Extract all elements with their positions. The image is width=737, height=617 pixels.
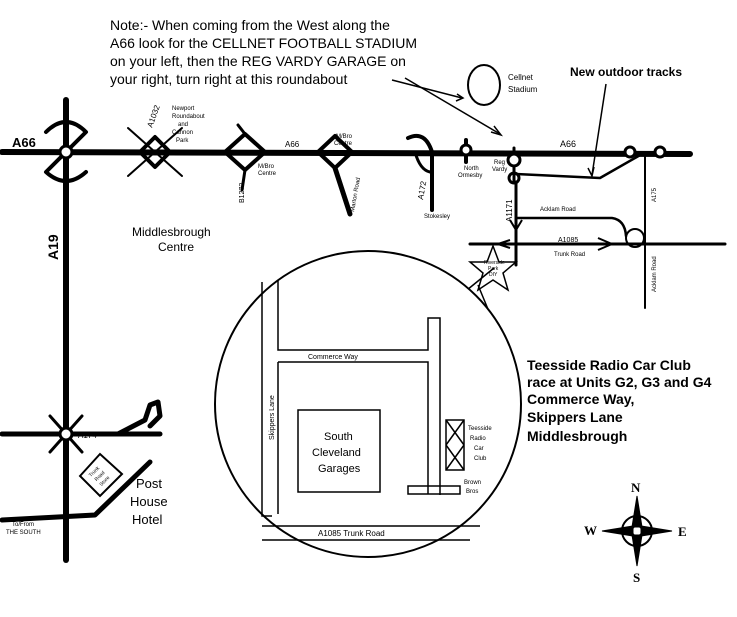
label-mbro-centre-2: M/Bro bbox=[336, 134, 353, 140]
label-newport: Roundabout bbox=[172, 114, 205, 120]
label-scg: Garages bbox=[318, 463, 361, 475]
b1272-roundabout bbox=[223, 132, 267, 172]
compass-e: E bbox=[678, 524, 687, 539]
label-club-inset: Teesside bbox=[468, 426, 492, 432]
label-a172: A172 bbox=[416, 180, 428, 201]
label-scg: Cleveland bbox=[312, 447, 361, 459]
label-mbro-centre-2: Centre bbox=[334, 141, 353, 147]
acklam-road bbox=[514, 216, 628, 238]
label-a175: A175 bbox=[652, 187, 658, 202]
compass-n: N bbox=[631, 480, 641, 495]
compass-w: W bbox=[584, 523, 597, 538]
label-club-inset: Car bbox=[474, 446, 484, 452]
label-b1272: B1272 bbox=[239, 183, 246, 203]
compass-s: S bbox=[633, 570, 640, 585]
compass bbox=[601, 495, 673, 567]
inset-map bbox=[214, 250, 522, 558]
note-text: Note:- When coming from the West along t… bbox=[110, 17, 417, 87]
club-info-line: Skippers Lane bbox=[527, 409, 623, 425]
label-north-ormesby: North bbox=[464, 166, 479, 172]
label-cellnet: Cellnet bbox=[508, 73, 534, 82]
label-a174: A174 bbox=[78, 431, 97, 440]
label-marton: Marton Road bbox=[350, 177, 362, 212]
marton-roundabout bbox=[316, 134, 354, 170]
label-newport: Cannon bbox=[172, 130, 193, 136]
note-line: on your left, then the REG VARDY GARAGE … bbox=[110, 53, 406, 69]
label-newport: Park bbox=[176, 138, 189, 144]
label-mbro-centre: M/Bro bbox=[258, 164, 275, 170]
a66-junction-markers bbox=[58, 143, 667, 442]
label-stadium: Stadium bbox=[508, 85, 538, 94]
label-trunk-road-small: Trunk Road bbox=[554, 252, 585, 258]
label-acklam-vertical: Acklam Road bbox=[652, 256, 658, 292]
south-exit bbox=[0, 459, 153, 523]
club-info: Teesside Radio Car Club race at Units G2… bbox=[527, 357, 712, 444]
label-a1085: A1085 bbox=[558, 237, 578, 244]
label-a66-east: A66 bbox=[560, 139, 576, 149]
label-reg-vardy: Vardy bbox=[492, 167, 507, 173]
label-to-from: To/From bbox=[12, 522, 34, 528]
label-post-house: House bbox=[130, 494, 168, 509]
club-info-line: Teesside Radio Car Club bbox=[527, 357, 691, 373]
label-a1032: A1032 bbox=[145, 103, 162, 128]
cellnet-stadium bbox=[467, 64, 501, 106]
label-riverside: Riverside bbox=[484, 260, 505, 266]
label-newport: and bbox=[178, 122, 188, 128]
label-mbro-centre: Centre bbox=[258, 171, 277, 177]
label-post-house: Post bbox=[136, 476, 162, 491]
label-reg-vardy: Reg bbox=[494, 160, 505, 166]
club-info-line: race at Units G2, G3 and G4 bbox=[527, 374, 712, 390]
label-a66-mid: A66 bbox=[285, 140, 300, 149]
post-house-sign bbox=[78, 452, 124, 498]
label-riverside: DIY bbox=[489, 272, 498, 278]
note-line: Note:- When coming from the West along t… bbox=[110, 17, 390, 33]
label-skippers-lane: Skippers Lane bbox=[269, 395, 276, 440]
label-acklam: Acklam Road bbox=[540, 207, 576, 213]
label-riverside: Park bbox=[488, 266, 499, 272]
label-stokesley: Stokesley bbox=[424, 214, 450, 220]
road-network bbox=[0, 97, 727, 563]
note-line: A66 look for the CELLNET FOOTBALL STADIU… bbox=[110, 35, 417, 51]
label-newport: Newport bbox=[172, 106, 195, 112]
a66-road bbox=[0, 149, 693, 157]
arrows bbox=[497, 219, 613, 251]
club-info-line: Middlesbrough bbox=[527, 428, 627, 444]
label-inset-trunk-road: A1085 Trunk Road bbox=[318, 529, 385, 538]
club-info-line: Commerce Way, bbox=[527, 391, 634, 407]
label-a66-west: A66 bbox=[12, 135, 36, 150]
label-new-tracks: New outdoor tracks bbox=[570, 65, 682, 79]
label-to-from: THE SOUTH bbox=[6, 530, 41, 536]
label-brown-bros: Bros bbox=[466, 489, 478, 495]
label-club-inset: Radio bbox=[470, 436, 486, 442]
label-club-inset: Club bbox=[474, 456, 487, 462]
label-commerce-way: Commerce Way bbox=[308, 354, 358, 361]
label-post-house: Hotel bbox=[132, 512, 162, 527]
marton-road bbox=[332, 165, 353, 217]
label-centre: Centre bbox=[158, 240, 194, 254]
label-north-ormesby: Ormesby bbox=[458, 173, 482, 179]
a174-hook bbox=[115, 399, 163, 437]
label-a19: A19 bbox=[45, 234, 61, 260]
label-brown-bros: Brown bbox=[464, 480, 481, 486]
label-middlesbrough: Middlesbrough bbox=[132, 225, 211, 239]
a172-interchange bbox=[406, 133, 434, 212]
newport-roundabout bbox=[138, 135, 172, 169]
track-spur bbox=[514, 152, 644, 180]
note-line: your right, turn right at this roundabou… bbox=[110, 71, 347, 87]
label-a1171: A1171 bbox=[505, 199, 514, 222]
label-scg: South bbox=[324, 431, 353, 443]
